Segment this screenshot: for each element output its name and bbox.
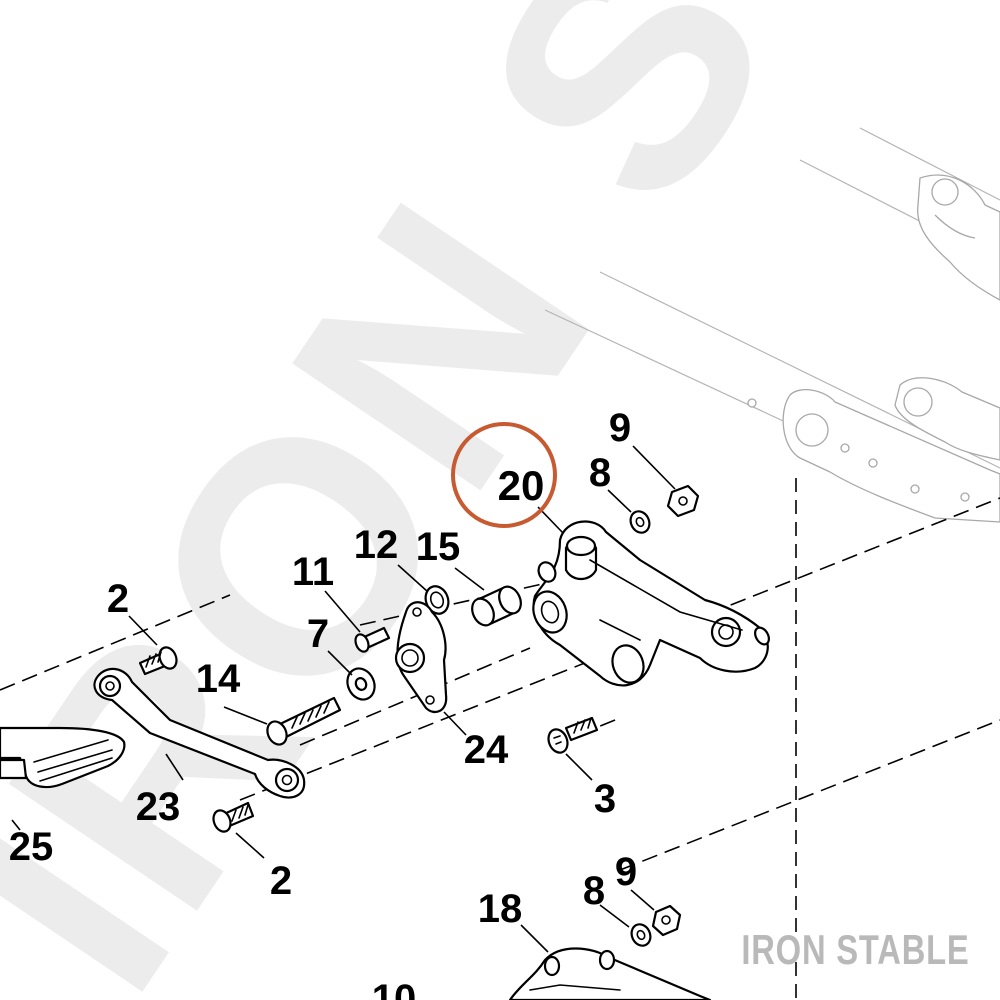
part-7-washer: [346, 667, 376, 701]
callout-18: 18: [478, 887, 523, 931]
part-9-nut-lower: [651, 904, 682, 937]
callout-24: 24: [464, 728, 509, 772]
part-24-lever-arm: [394, 601, 448, 713]
callout-8-upper: 8: [589, 451, 611, 495]
callout-7: 7: [307, 612, 329, 656]
part-2-screw-upper: [138, 646, 178, 676]
part-25-footpeg: [0, 726, 126, 789]
callout-14: 14: [196, 657, 241, 701]
callout-8-lower: 8: [583, 869, 605, 913]
callout-3: 3: [594, 777, 616, 821]
callout-20-highlight-ring: [451, 422, 557, 528]
part-11-pivot-bolt: [354, 626, 391, 653]
part-3-flange-bolt: [547, 716, 599, 754]
callout-12: 12: [354, 523, 399, 567]
part-15-bushing: [471, 585, 522, 627]
callout-9-lower: 9: [615, 850, 637, 894]
part-14-long-bolt: [266, 696, 342, 746]
callout-11: 11: [292, 550, 334, 594]
callout-23: 23: [136, 785, 181, 829]
callout-25: 25: [9, 825, 54, 869]
callout-9-upper: 9: [609, 406, 631, 450]
callout-2-lower: 2: [270, 859, 292, 903]
callout-20: 20: [498, 462, 545, 509]
callout-2-upper: 2: [107, 577, 129, 621]
ghost-frame-rail: [544, 127, 1000, 523]
part-20-mount-bracket: [532, 520, 770, 687]
part-8-washer-upper: [629, 510, 651, 534]
callout-labels: 2 14 23 25 2 7 11 12 15 24 20 8 9 3 18 8…: [9, 406, 637, 1000]
callout-15: 15: [416, 525, 461, 569]
part-8-washer-lower: [630, 923, 652, 947]
part-2-screw-lower: [212, 801, 255, 833]
callout-10: 10: [372, 977, 417, 1000]
part-12-snap-ring: [424, 585, 450, 615]
part-9-nut-upper: [666, 484, 700, 518]
leader-lines: [11, 445, 676, 953]
part-23-linkage-rod: [93, 667, 306, 799]
part-18-lower-bracket: [508, 947, 712, 1000]
brand-watermark: IRON STABLE: [741, 926, 970, 973]
